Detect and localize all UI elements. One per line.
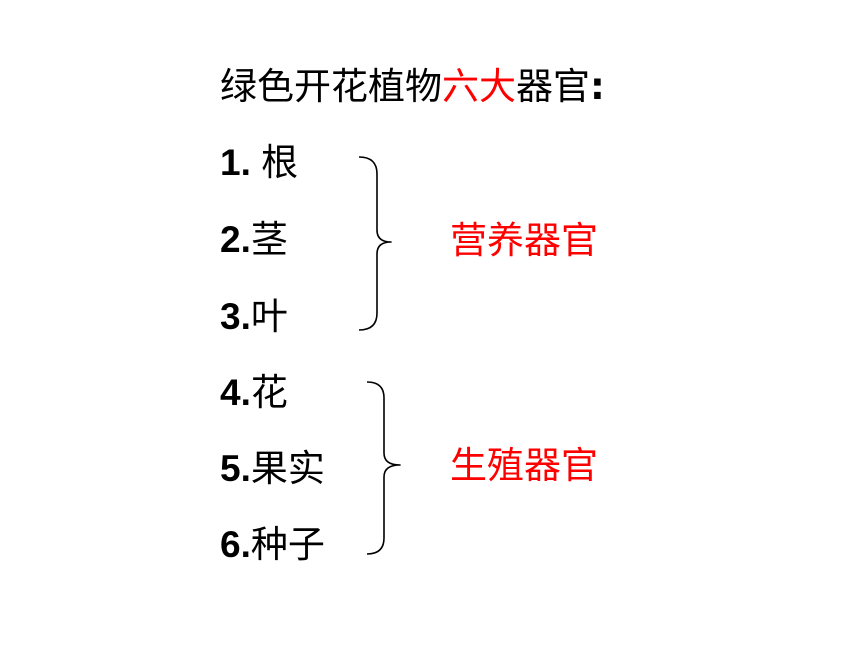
organ-item-flower: 4.花 [220,368,288,418]
organ-item-root: 1. 根 [220,138,298,188]
organ-name: 花 [250,371,288,414]
organ-item-stem: 2.茎 [220,215,288,265]
title-colon: : [590,65,605,108]
vegetative-brace [358,156,392,331]
organ-number: 5. [220,448,251,489]
organ-name: 果实 [250,447,325,490]
organ-item-fruit: 5.果实 [220,444,325,494]
title-highlight: 六大 [442,65,516,108]
organ-item-leaf: 3.叶 [220,292,288,342]
reproductive-brace [366,381,401,555]
organ-number: 2. [220,219,251,260]
organ-number: 4. [220,372,251,413]
organ-number: 6. [220,524,251,565]
organ-name: 种子 [250,523,325,566]
organ-name: 根 [261,141,299,184]
reproductive-organs-label: 生殖器官 [450,444,598,487]
vegetative-organs-label: 营养器官 [450,219,598,262]
organ-name: 茎 [250,218,288,261]
organ-number: 1. [220,142,262,183]
slide-title: 绿色开花植物六大器官: [220,62,605,112]
organ-item-seed: 6.种子 [220,520,325,570]
title-part-3: 器官 [516,65,590,108]
organ-name: 叶 [250,295,288,338]
organ-number: 3. [220,296,251,337]
title-part-1: 绿色开花植物 [220,65,442,108]
